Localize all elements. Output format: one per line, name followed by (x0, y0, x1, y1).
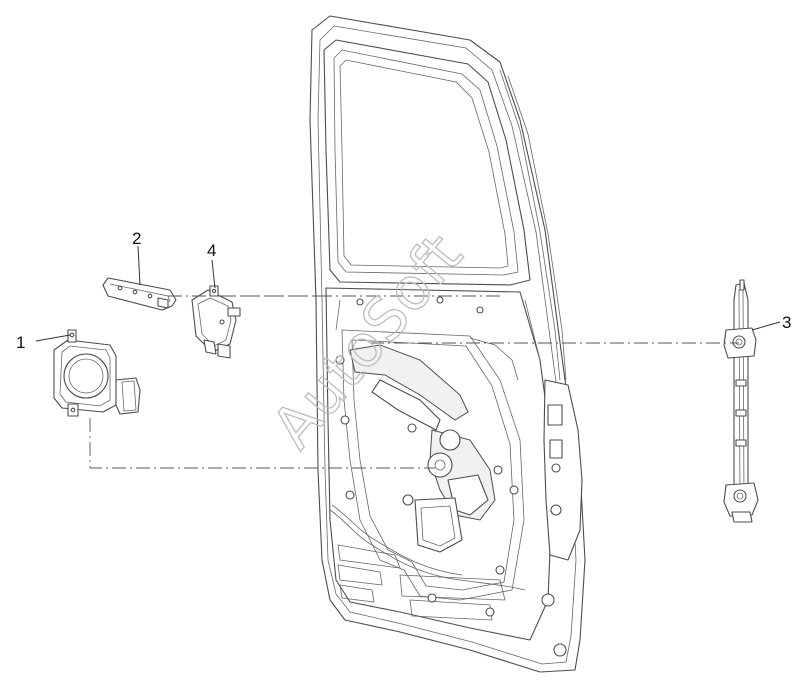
callout-labels: 1 2 4 3 (16, 229, 791, 352)
callout-4: 4 (207, 241, 216, 260)
callout-1: 1 (16, 333, 25, 352)
part-4-bracket (191, 285, 241, 359)
part-3-window-regulator-rail (723, 279, 759, 523)
part-1-speaker-bracket (53, 329, 141, 417)
door-panel (309, 15, 586, 673)
assembly-lines (89, 295, 739, 469)
callout-3: 3 (782, 313, 791, 332)
callout-leaders (35, 245, 781, 342)
callout-2: 2 (132, 229, 141, 248)
